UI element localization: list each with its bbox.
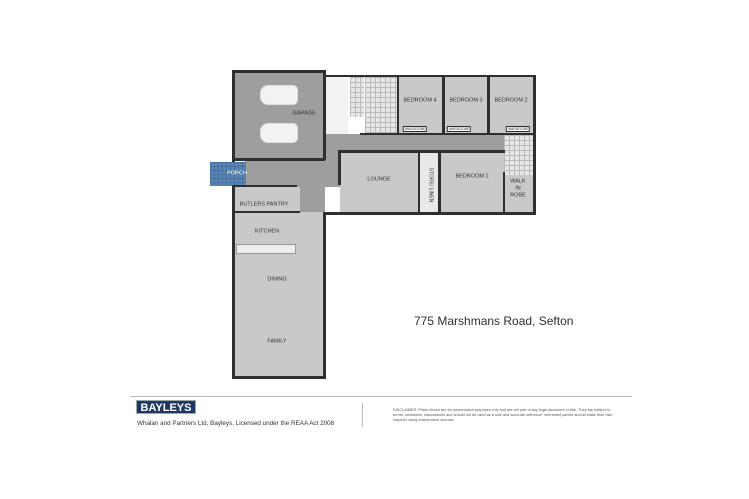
wall <box>235 158 325 161</box>
hallway <box>325 134 535 152</box>
kitchen-dining-family <box>233 212 325 378</box>
room-label: BUTLERS PANTRY <box>239 201 289 208</box>
lounge <box>340 150 420 213</box>
room-label: BEDROOM 1 <box>455 173 489 180</box>
wall <box>232 70 235 162</box>
wall <box>338 150 341 185</box>
wall <box>326 75 536 77</box>
room-label: PORCH <box>227 170 247 177</box>
room-label: STORE/ LINEN <box>427 167 434 203</box>
room-label: BEDROOM 2 <box>494 97 528 104</box>
room-label: FAMILY <box>267 338 287 345</box>
room-label: LOUNGE <box>367 176 391 183</box>
bedroom-1 <box>440 152 504 213</box>
room-label: BEDROOM 3 <box>449 97 483 104</box>
kitchen-island <box>236 244 296 254</box>
bathroom <box>365 77 397 135</box>
laundry <box>325 77 348 134</box>
room-label: DINING <box>267 276 287 283</box>
wall <box>533 75 536 214</box>
room-label: WARDROBE <box>446 126 472 132</box>
bedroom-2 <box>489 77 535 133</box>
wall <box>323 70 326 160</box>
disclaimer: DISCLAIMER: Plans shown are for presenta… <box>393 408 613 422</box>
wall <box>340 150 505 153</box>
room-label: WALK IN ROBE <box>510 178 526 199</box>
wall <box>232 185 235 378</box>
agency-licence: Whalan and Partners Ltd, Bayleys, Licens… <box>137 420 335 427</box>
wall <box>418 152 420 214</box>
wall <box>442 77 445 134</box>
wall <box>360 133 536 135</box>
footer-divider <box>130 396 632 397</box>
bedroom-4 <box>398 77 443 133</box>
room-label: KITCHEN <box>254 228 280 235</box>
walk-in-robe <box>504 175 534 213</box>
wall <box>233 211 300 213</box>
wall <box>438 152 441 214</box>
room-label: GARAGE <box>292 110 316 117</box>
wall <box>397 77 399 134</box>
ensuite <box>504 135 534 175</box>
property-address: 775 Marshmans Road, Sefton <box>414 314 574 328</box>
wall <box>503 172 505 214</box>
wall <box>323 212 326 378</box>
room-label: WARDROBE <box>505 126 531 132</box>
wall <box>232 185 297 187</box>
store-linen <box>420 152 440 213</box>
wall <box>325 212 536 215</box>
room-label: BEDROOM 4 <box>403 97 437 104</box>
toilet <box>350 77 364 117</box>
car-icon <box>260 85 298 105</box>
car-icon <box>260 123 298 143</box>
wall <box>232 376 326 379</box>
wall <box>487 77 490 134</box>
butlers-pantry <box>233 187 300 212</box>
wall <box>232 70 326 73</box>
porch <box>210 162 246 186</box>
room-label: WARDROBE <box>402 126 428 132</box>
vertical-divider <box>362 403 363 427</box>
bayleys-logo: BAYLEYS <box>136 400 196 414</box>
bedroom-3 <box>444 77 488 133</box>
